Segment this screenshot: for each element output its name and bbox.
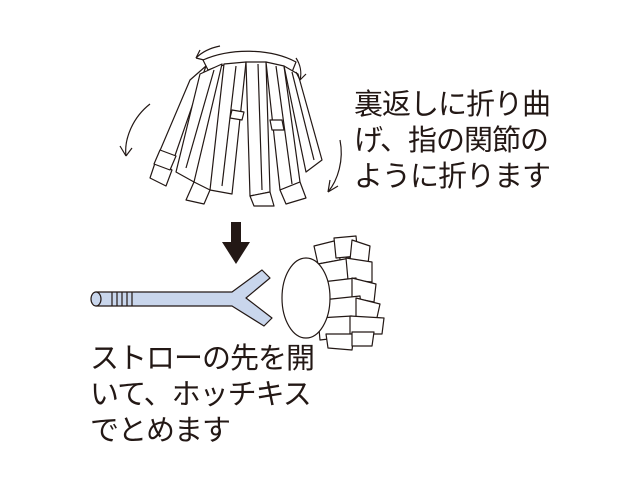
step1-line-2: げ、指の関節の [354, 123, 549, 157]
step2-line-2: いて、ホッチキス [90, 377, 312, 411]
step1-line-3: ように折ります [354, 159, 551, 193]
down-arrow-icon [222, 222, 250, 264]
step1-line-1: 裏返しに折り曲 [354, 87, 551, 121]
flower-head [281, 235, 385, 351]
step2-instruction: ストローの先を開 いて、ホッチキス でとめます [90, 340, 315, 448]
step1-instruction: 裏返しに折り曲 げ、指の関節の ように折ります [354, 86, 551, 194]
straw [90, 269, 273, 327]
step2-line-1: ストローの先を開 [90, 341, 315, 375]
folded-paper-strips [149, 50, 323, 207]
step2-line-3: でとめます [90, 413, 231, 447]
fold-direction-arrows [119, 45, 342, 193]
